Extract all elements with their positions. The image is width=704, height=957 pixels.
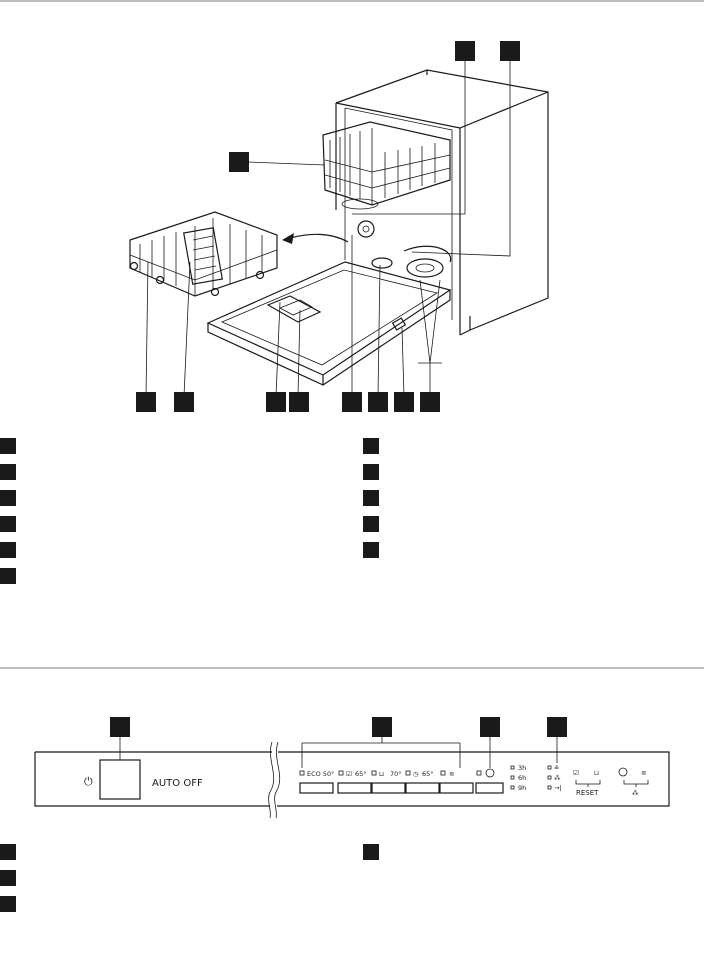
- callout-marker: [368, 392, 388, 412]
- legend-marker: [363, 438, 379, 454]
- reset-label: RESET: [576, 789, 599, 797]
- end-icon: →|: [554, 784, 562, 792]
- delay-icon: [485, 768, 495, 778]
- programme-button-4[interactable]: [405, 782, 440, 794]
- callout-marker: [455, 41, 475, 61]
- panel-leader-lines: [119, 736, 558, 768]
- leader-lines: [145, 54, 511, 397]
- programme-label-2: 65°: [355, 770, 367, 778]
- programme-button-eco[interactable]: [299, 782, 334, 794]
- callout-marker: [229, 152, 249, 172]
- callout-marker: [394, 392, 414, 412]
- lower-basket: [129, 211, 278, 297]
- top-rule: [0, 0, 704, 2]
- callout-marker: [110, 717, 130, 737]
- programme-button-3[interactable]: [371, 782, 406, 794]
- reset-group: ☑ ⊔ RESET: [573, 769, 601, 797]
- power-symbol: ⏻: [84, 775, 93, 788]
- reset-icon-right: ⊔: [594, 769, 599, 777]
- programme-icon: ≋: [449, 770, 454, 778]
- legend-marker: [0, 516, 16, 532]
- salt-icon: ≗: [554, 764, 559, 772]
- callout-marker: [547, 717, 567, 737]
- delay-indicators: 3h 6h 9h: [510, 764, 526, 792]
- callout-marker: [500, 41, 520, 61]
- inner-parts: [357, 220, 452, 278]
- programme-indicators: ECO 50° ☑ 65° ⊔ 70° ◷ 65° ≋: [299, 768, 495, 778]
- programme-label-4: 65°: [422, 770, 434, 778]
- legend-marker: [363, 490, 379, 506]
- callout-marker: [174, 392, 194, 412]
- cabinet-outline: [335, 69, 549, 336]
- callout-marker: [136, 392, 156, 412]
- dishwasher-illustration: [129, 41, 549, 412]
- open-door: [206, 261, 452, 386]
- power-button[interactable]: [99, 759, 141, 800]
- legend-marker: [0, 896, 16, 912]
- programme-button-5[interactable]: [439, 782, 474, 794]
- section-rule: [0, 667, 704, 669]
- programme-icon: ☑: [346, 770, 352, 778]
- insert-arrow: [289, 233, 349, 243]
- legend-marker: [363, 844, 379, 860]
- status-indicators: ≗ ⁂ →|: [547, 764, 562, 792]
- option-icon: ≋: [641, 769, 646, 777]
- legend-marker: [0, 438, 16, 454]
- delay-label-9h: 9h: [518, 784, 526, 792]
- reset-icon-left: ☑: [573, 769, 579, 777]
- auto-off-label: AUTO OFF: [152, 778, 203, 789]
- legend-marker: [363, 464, 379, 480]
- programme-label-eco: ECO 50°: [307, 770, 334, 778]
- programme-icon: ⊔: [379, 770, 384, 778]
- timer-icon: [618, 767, 628, 777]
- callout-marker: [289, 392, 309, 412]
- upper-basket: [322, 121, 451, 210]
- callout-marker: [480, 717, 500, 737]
- rinse-aid-icon: ⁂: [554, 774, 561, 782]
- programme-icon: ◷: [413, 770, 419, 778]
- programme-button-2[interactable]: [337, 782, 372, 794]
- legend-marker: [363, 542, 379, 558]
- option-group: ≋ ⁂: [618, 767, 649, 797]
- delay-label-3h: 3h: [518, 764, 526, 772]
- programme-label-3: 70°: [390, 770, 402, 778]
- callout-marker: [266, 392, 286, 412]
- legend-marker: [0, 542, 16, 558]
- delay-label-6h: 6h: [518, 774, 526, 782]
- callout-marker: [342, 392, 362, 412]
- callout-marker: [372, 717, 392, 737]
- legend-marker: [0, 490, 16, 506]
- option-sub-icon: ⁂: [632, 789, 639, 797]
- callout-marker: [420, 392, 440, 412]
- insert-arrowhead: [282, 233, 294, 244]
- legend-marker: [0, 464, 16, 480]
- delay-button[interactable]: [475, 782, 504, 794]
- legend-marker: [0, 844, 16, 860]
- legend-marker: [0, 870, 16, 886]
- legend-marker: [0, 568, 16, 584]
- legend-marker: [363, 516, 379, 532]
- panel-outline: [34, 741, 670, 819]
